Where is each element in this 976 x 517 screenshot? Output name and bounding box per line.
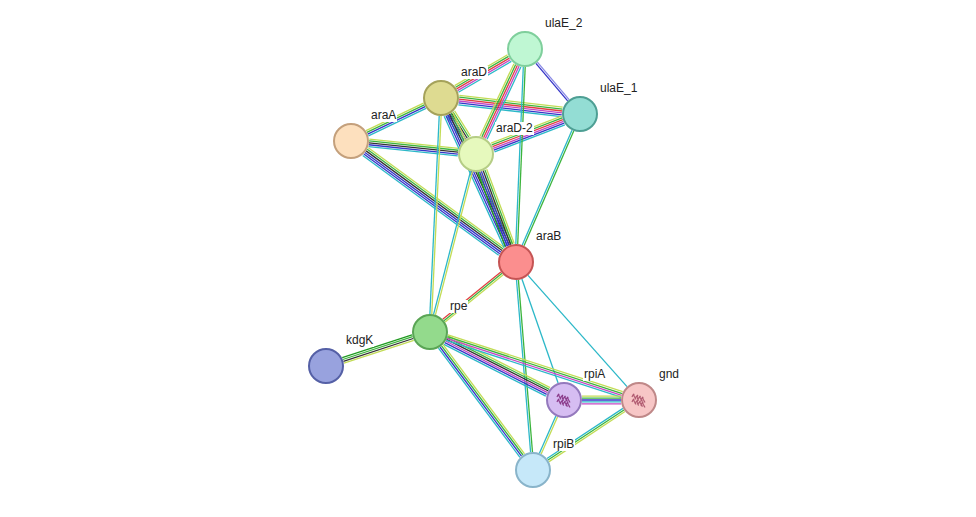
protein-node: araA xyxy=(333,123,369,159)
structure-icon xyxy=(632,394,645,407)
edge-strand xyxy=(537,62,569,100)
protein-node: araD xyxy=(423,80,459,116)
evidence-edge xyxy=(478,169,514,247)
evidence-edge xyxy=(369,139,459,156)
edge-strand xyxy=(434,171,471,314)
edge-strand xyxy=(459,103,562,115)
edge-strand xyxy=(369,147,458,156)
node-label: araA xyxy=(370,109,397,122)
node-label: araB xyxy=(535,230,562,243)
evidence-edge xyxy=(491,116,565,152)
edge-strand xyxy=(457,58,510,89)
node-label: rpe xyxy=(449,300,468,313)
edge-strand xyxy=(582,397,621,398)
edge-strand xyxy=(440,347,521,456)
edge-strand xyxy=(446,340,621,397)
edge-strand xyxy=(456,56,509,87)
edge-strand xyxy=(367,105,425,132)
protein-node: gnd xyxy=(621,382,657,418)
node-label: kdgK xyxy=(345,334,374,347)
node-label: ulaE_2 xyxy=(544,17,583,30)
protein-node: kdgK xyxy=(308,348,344,384)
protein-node: ulaE_2 xyxy=(507,31,543,67)
node-label: araD xyxy=(460,66,488,79)
edge-strand xyxy=(446,116,506,247)
node-label: araD-2 xyxy=(495,122,534,135)
node-label: gnd xyxy=(658,368,680,381)
edge-strand xyxy=(483,171,510,245)
edge-strand xyxy=(432,116,441,314)
node-label: rpiA xyxy=(583,368,606,381)
evidence-edge xyxy=(536,62,569,101)
edge-strand xyxy=(491,116,561,143)
edge-strand xyxy=(481,171,508,245)
edge-strand xyxy=(447,338,622,395)
structure-icon xyxy=(557,394,570,407)
edge-strand xyxy=(480,172,507,246)
protein-node: rpiB xyxy=(515,452,551,488)
edge-strand xyxy=(443,272,501,319)
edge-strand xyxy=(458,105,561,117)
edge-strand xyxy=(478,173,505,247)
edge-strand xyxy=(443,345,524,454)
structure-icon xyxy=(632,399,645,407)
edge-strand xyxy=(435,172,472,315)
edge-strand xyxy=(582,403,621,404)
evidence-edge xyxy=(458,95,562,116)
edge-strand xyxy=(492,118,562,145)
structure-image xyxy=(546,382,582,418)
edge-strand xyxy=(485,170,512,244)
edge-strand xyxy=(444,116,504,247)
edge-strand xyxy=(516,67,523,244)
edge-strand xyxy=(458,60,511,91)
edge-strand xyxy=(445,275,503,322)
edge-strand xyxy=(442,346,523,455)
edge-strand xyxy=(342,335,412,358)
edge-strand xyxy=(518,67,525,244)
edge-strand xyxy=(368,108,426,135)
protein-node: araD-2 xyxy=(458,136,494,172)
edge-strand xyxy=(430,116,439,314)
edge-strand xyxy=(582,401,621,402)
edge-strand xyxy=(582,399,621,400)
evidence-edge xyxy=(434,171,473,315)
evidence-edge xyxy=(430,116,441,314)
evidence-edge xyxy=(516,67,525,244)
protein-node: ulaE_1 xyxy=(562,96,598,132)
edge-strand xyxy=(368,107,426,134)
evidence-edge xyxy=(342,335,414,363)
node-label: rpiB xyxy=(552,438,575,451)
edge-strand xyxy=(582,396,621,397)
evidence-edge xyxy=(366,103,426,136)
evidence-edge xyxy=(522,130,573,246)
protein-node: araB xyxy=(498,244,534,280)
edge-strand xyxy=(444,273,502,320)
evidence-edge xyxy=(443,272,503,322)
protein-node: rpiA xyxy=(546,382,582,418)
edge-strand xyxy=(448,335,623,392)
edge-strand xyxy=(369,145,458,154)
edge-strand xyxy=(455,55,508,86)
structure-image xyxy=(621,382,657,418)
node-label: ulaE_1 xyxy=(599,82,638,95)
evidence-edge xyxy=(582,396,621,404)
edge-strand xyxy=(549,412,625,462)
protein-node: rpe xyxy=(412,314,448,350)
edge-strand xyxy=(366,103,424,130)
edge-strand xyxy=(522,130,572,245)
edge-strand xyxy=(536,63,568,101)
edge-strand xyxy=(492,120,562,147)
edge-strand xyxy=(438,348,519,457)
structure-icon xyxy=(557,399,570,407)
evidence-edge xyxy=(438,345,524,458)
edge-strand xyxy=(524,131,574,246)
edge-strand xyxy=(493,121,563,148)
